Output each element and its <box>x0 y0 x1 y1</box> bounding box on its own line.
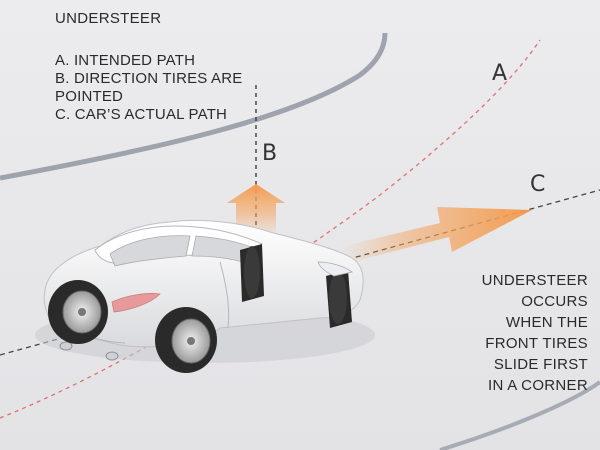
front-left-tire <box>240 244 264 302</box>
note-line-5: SLIDE FIRST <box>493 356 588 373</box>
note-line-4: FRONT TIRES <box>485 335 588 352</box>
diagram-title: UNDERSTEER <box>55 10 162 27</box>
legend-item-b-continued: POINTED <box>55 88 124 105</box>
note-line-3: WHEN THE <box>505 314 588 331</box>
understeer-note: UNDERSTEER OCCURS WHEN THE FRONT TIRES S… <box>368 270 588 396</box>
rear-left-tire <box>48 280 108 344</box>
legend-item-c: C. CAR’S ACTUAL PATH <box>55 106 228 123</box>
legend-item-a: A. INTENDED PATH <box>55 52 196 69</box>
note-line-1: UNDERSTEER <box>481 272 588 289</box>
note-line-6: IN A CORNER <box>488 377 588 394</box>
note-line-2: OCCURS <box>521 293 588 310</box>
car <box>35 219 375 373</box>
marker-b: B <box>262 141 278 166</box>
road-edge-upper <box>0 32 388 181</box>
tire-direction-arrow <box>227 184 285 236</box>
front-right-tire <box>326 270 352 328</box>
intended-path-line <box>0 39 541 419</box>
actual-path-arrow <box>340 207 532 262</box>
marker-a: A <box>492 61 508 86</box>
legend-item-b: B. DIRECTION TIRES ARE <box>55 70 243 87</box>
rear-right-tire <box>155 307 217 373</box>
road-edge-lower <box>439 380 600 450</box>
marker-c: C <box>530 172 546 197</box>
legend: A. INTENDED PATH B. DIRECTION TIRES ARE … <box>55 52 243 124</box>
